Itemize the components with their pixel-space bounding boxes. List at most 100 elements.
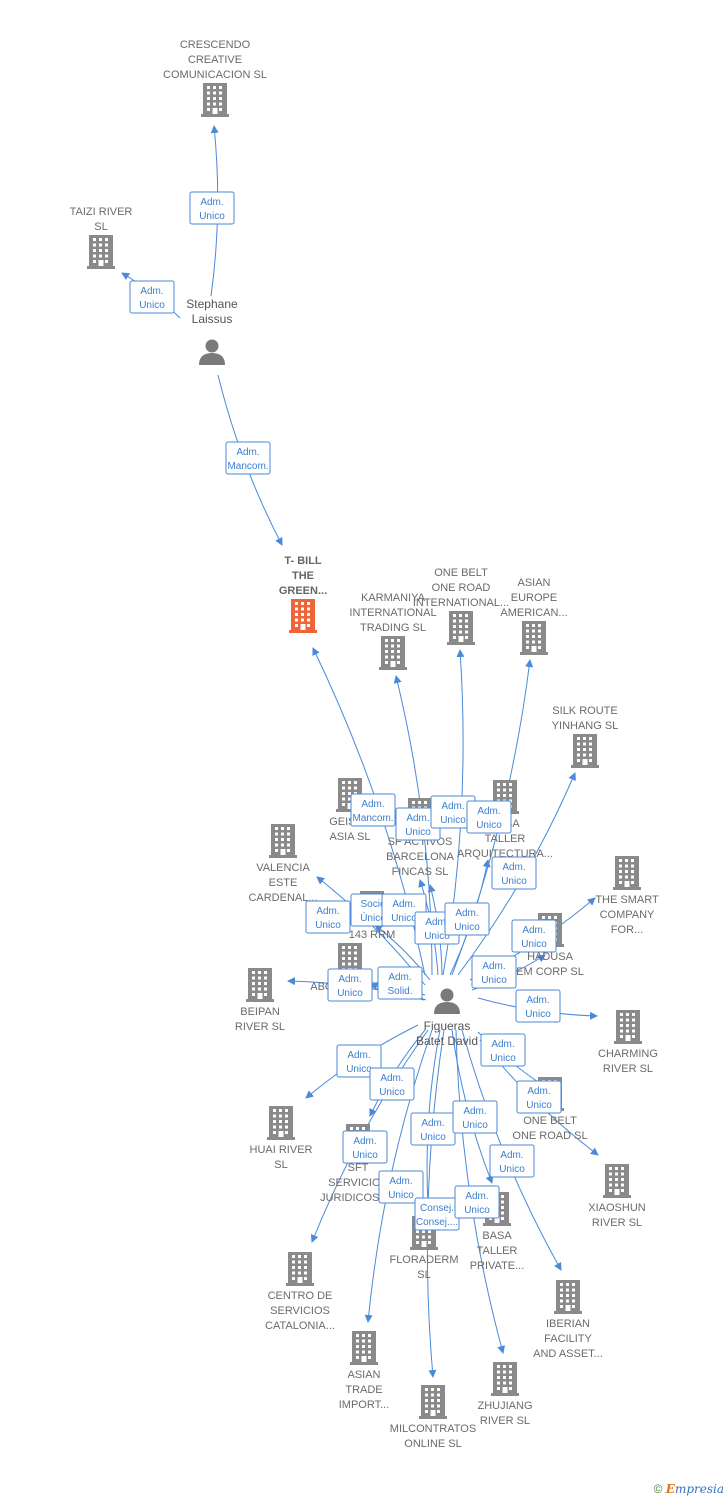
building-icon [87, 235, 115, 269]
edge-role-text: Adm. [236, 447, 259, 458]
node-label: CARDENAL... [248, 892, 317, 904]
building-icon [267, 1106, 295, 1140]
edge-role-label[interactable]: Adm.Unico [410, 1112, 456, 1146]
edge-role-label[interactable]: Adm.Solid. [377, 966, 423, 1000]
node-valencia[interactable]: VALENCIAESTECARDENAL... [248, 824, 318, 904]
edge-role-label[interactable]: Adm.Unico [452, 1100, 498, 1134]
edge-role-label[interactable]: Adm.Unico [466, 800, 512, 834]
node-label: RIVER SL [603, 1063, 653, 1075]
node-label: ONLINE SL [404, 1438, 461, 1450]
building-icon [571, 734, 599, 768]
edge-role-label[interactable]: Adm.Mancom. [350, 793, 396, 827]
node-label: ASIAN [517, 577, 550, 589]
node-smartcompany[interactable]: THE SMARTCOMPANYFOR... [595, 856, 659, 936]
edge-role-text: Adm. [353, 1136, 376, 1147]
edge-role-text: Adm. [491, 1039, 514, 1050]
node-label: CENTRO DE [268, 1290, 333, 1302]
edge-role-text: Unico [424, 931, 450, 942]
edge-role-label[interactable]: Adm.Unico [511, 919, 557, 953]
edge-role-label[interactable]: Adm.Unico [489, 1144, 535, 1178]
node-label: AMERICAN... [500, 607, 567, 619]
edge-role-label[interactable]: Adm.Unico [491, 856, 537, 890]
building-icon [269, 824, 297, 858]
node-label: ONE BELT [434, 567, 488, 579]
edge-role-label[interactable]: Adm.Unico [327, 968, 373, 1002]
edge-role-label[interactable]: Adm.Unico [471, 955, 517, 989]
edge-role-label[interactable]: Adm.Unico [129, 280, 175, 314]
node-label: BEIPAN [240, 1006, 280, 1018]
node-centro[interactable]: CENTRO DESERVICIOSCATALONIA... [265, 1252, 335, 1332]
edge-role-label[interactable]: Adm.Unico [395, 807, 441, 841]
node-label: T- BILL [284, 555, 322, 567]
node-asiantrade[interactable]: ASIANTRADEIMPORT... [339, 1331, 390, 1411]
node-label: INTERNATIONAL... [413, 597, 509, 609]
node-label: RIVER SL [235, 1021, 285, 1033]
node-label: ESTE [269, 877, 298, 889]
edge-role-text: Adm. [338, 974, 361, 985]
node-label: COMPANY [600, 909, 655, 921]
node-label: TRADING SL [360, 622, 426, 634]
footer-brand[interactable]: © Empresia [654, 1482, 724, 1496]
node-tbill[interactable]: T- BILLTHEGREEN... [279, 555, 327, 633]
node-label: ONE BELT [523, 1115, 577, 1127]
edge-role-label[interactable]: Adm. Unico [342, 1130, 388, 1164]
node-label: SL [274, 1159, 287, 1171]
edge-role-label[interactable]: Adm. Unico [454, 1185, 500, 1219]
edge-role-label[interactable]: Adm.Unico [480, 1033, 526, 1067]
building-icon [447, 611, 475, 645]
edge-role-label[interactable]: Consej.Consej.... [414, 1197, 460, 1231]
edge-role-text: Unico [501, 876, 527, 887]
edge-role-label[interactable]: Adm.Unico [516, 1080, 562, 1114]
node-beipan[interactable]: BEIPAN RIVER SL [235, 968, 285, 1033]
edge-role-label[interactable]: Adm.Unico [189, 191, 235, 225]
node-label: IBERIAN [546, 1318, 590, 1330]
node-label: SFT [348, 1162, 369, 1174]
edge-role-label[interactable]: Adm.Unico [515, 989, 561, 1023]
building-icon [201, 83, 229, 117]
node-label: JURIDICOS SL [320, 1192, 396, 1204]
edge-role-label[interactable]: Adm.Unico [369, 1067, 415, 1101]
edge-role-text: Unico [464, 1205, 490, 1216]
node-charming[interactable]: CHARMING RIVER SL [598, 1010, 658, 1075]
edge-role-text: Unico [526, 1100, 552, 1111]
edge-role-label[interactable]: Adm.Mancom. [225, 441, 271, 475]
edge-role-text: Adm. [463, 1106, 486, 1117]
node-label: THE SMART [595, 894, 659, 906]
edge-labels-layer: Adm.UnicoAdm.UnicoAdm.Mancom.Adm.Mancom.… [129, 191, 562, 1231]
node-label: CHARMING [598, 1048, 658, 1060]
edge-role-text: Adm. [465, 1191, 488, 1202]
node-label: TALLER [477, 1245, 518, 1257]
node-label: HUAI RIVER [250, 1144, 313, 1156]
node-label: TALLER [485, 833, 526, 845]
edge-role-text: Adm. [441, 801, 464, 812]
building-icon [286, 1252, 314, 1286]
edge-role-text: Unico [391, 913, 417, 924]
node-huai[interactable]: HUAI RIVER SL [250, 1106, 313, 1171]
node-label: PRIVATE... [470, 1260, 525, 1272]
node-label: 143 RRM [349, 929, 395, 941]
node-zhujiang[interactable]: ZHUJIANG RIVER SL [478, 1362, 533, 1427]
node-label: ZHUJIANG [478, 1400, 533, 1412]
node-label: FLORADERM [389, 1254, 458, 1266]
node-label: RIVER SL [480, 1415, 530, 1427]
edge-role-label[interactable]: Adm.Unico [444, 902, 490, 936]
node-asianeurope[interactable]: ASIANEUROPEAMERICAN... [500, 577, 568, 655]
edge-role-label[interactable]: Adm.Unico [305, 900, 351, 934]
edge-role-text: Unico [352, 1150, 378, 1161]
building-icon [603, 1164, 631, 1198]
building-icon [554, 1280, 582, 1314]
edge-role-label[interactable]: Adm.Unico [378, 1170, 424, 1204]
node-label: Laissus [192, 312, 233, 326]
node-label: SL [94, 221, 107, 233]
